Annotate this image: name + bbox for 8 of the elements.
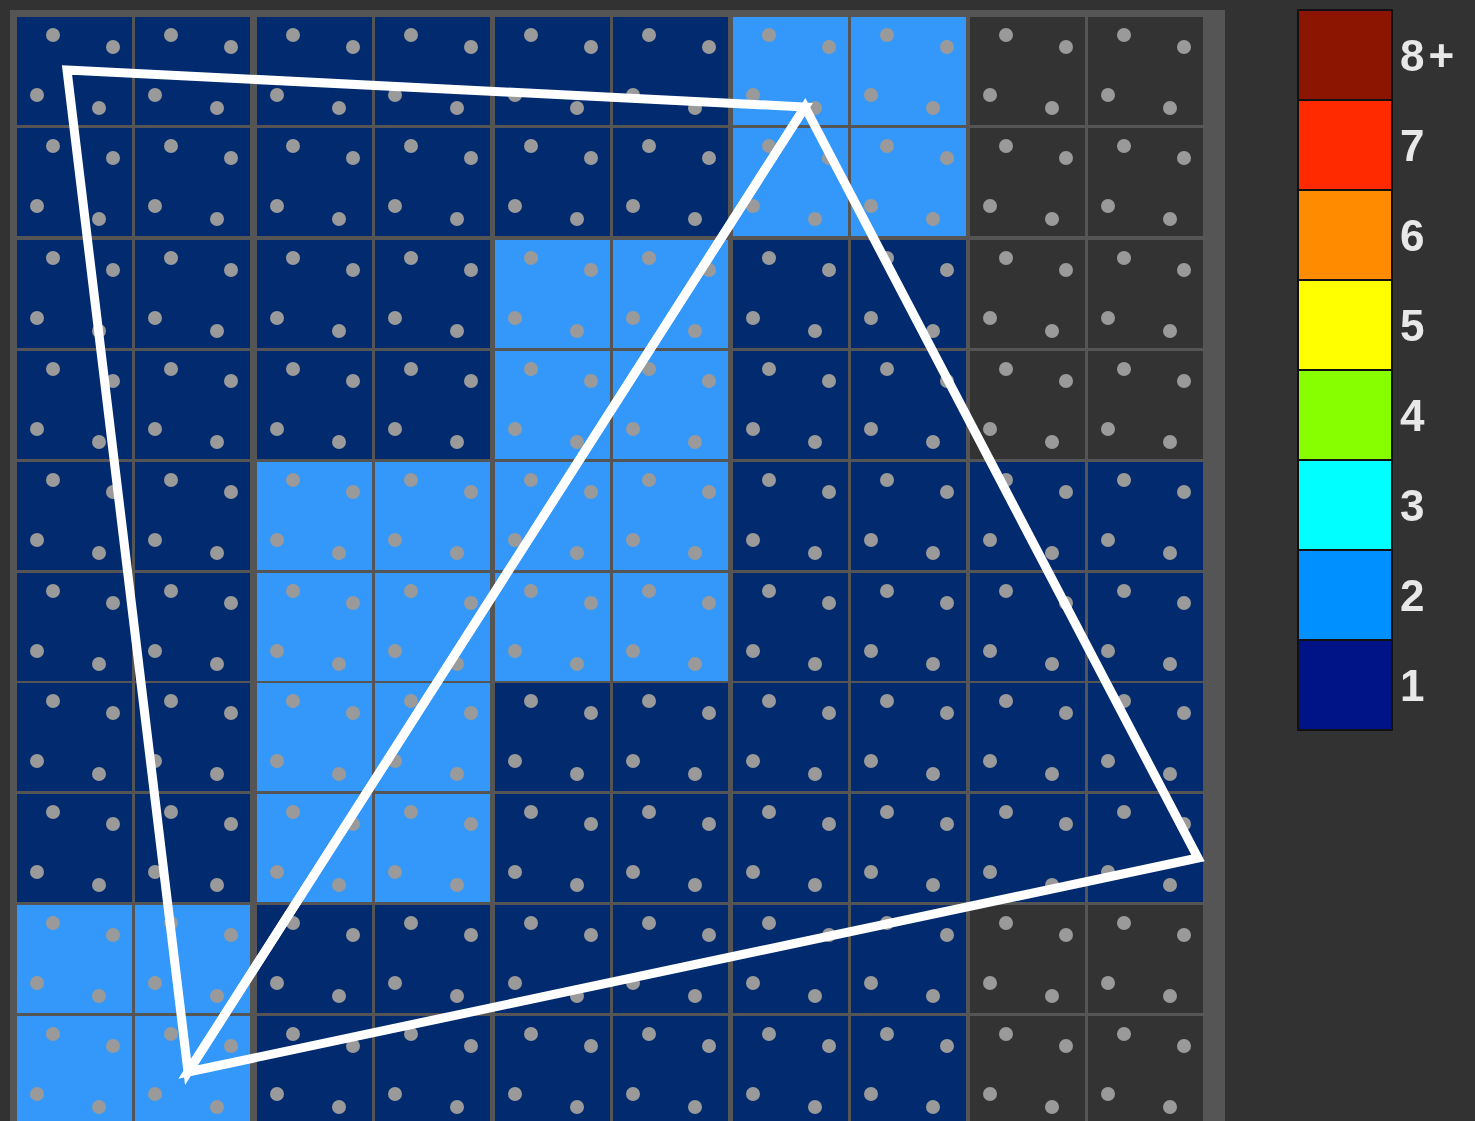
scale-label: 6: [1400, 211, 1429, 261]
scale-label: 8+: [1400, 31, 1459, 81]
scale-label: 5: [1400, 301, 1429, 351]
scale-label: 2: [1400, 571, 1429, 621]
scale-label: 1: [1400, 661, 1429, 711]
scale-label: 3: [1400, 481, 1429, 531]
scale-label: 4: [1400, 391, 1429, 441]
scale-label: 7: [1400, 121, 1429, 171]
